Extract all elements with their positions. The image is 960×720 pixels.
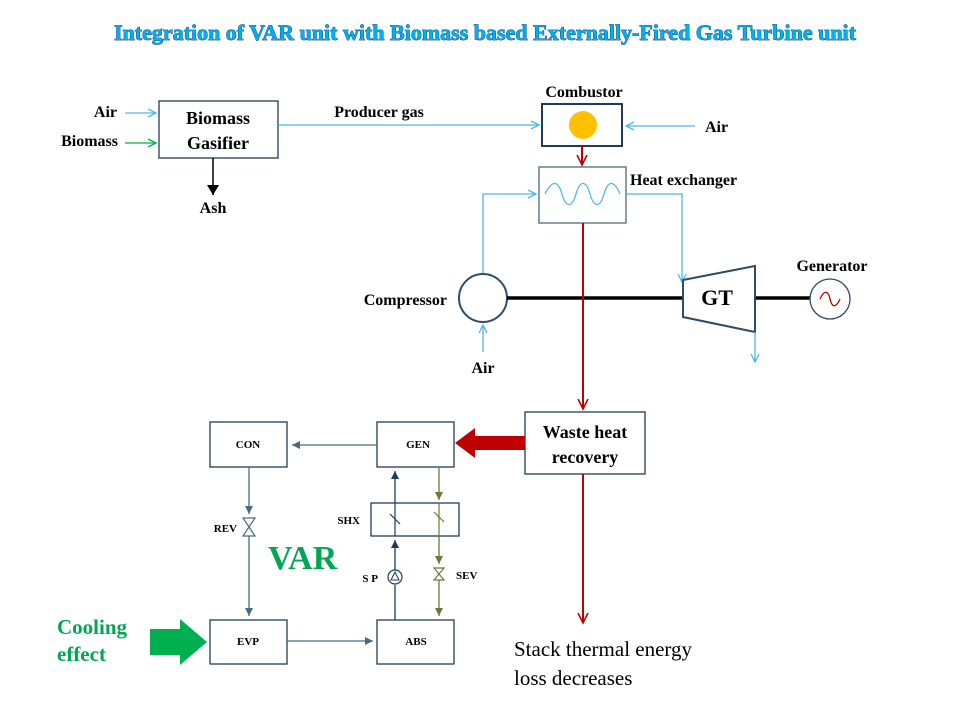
cooling-label-line2: effect [57,642,106,666]
producer-gas-label: Producer gas [334,104,424,121]
gasifier-label-line1: Biomass [186,108,250,128]
combustor-air-label: Air [705,119,728,136]
var-title: VAR [268,540,338,577]
stack-label-line2: loss decreases [514,666,632,690]
shx-weak-coil [433,503,445,536]
abs-label: ABS [405,636,426,648]
heat-exchanger-label: Heat exchanger [630,172,737,189]
combustor-flame-icon [569,111,597,139]
shx-label: SHX [337,515,360,527]
con-box [209,421,288,468]
evp-box [209,619,288,665]
heat-exchanger-box [538,166,627,224]
diagram-title: Integration of VAR unit with Biomass bas… [114,20,857,45]
gen-label: GEN [406,439,430,451]
biomass-input-label: Biomass [61,133,118,150]
con-label: CON [236,439,261,451]
abs-box [376,619,455,665]
waste-heat-label-line2: recovery [552,447,619,467]
sev-valve-icon [432,567,446,581]
waste-heat-label-line1: Waste heat [543,422,628,442]
generator-label: Generator [796,258,867,275]
compressor-label: Compressor [364,292,447,309]
compressor-circle [458,273,508,323]
sp-label: S P [362,573,378,585]
solution-pump-triangle [390,570,400,581]
shx-strong-coil [389,503,401,536]
cooling-effect-arrow [150,619,207,665]
rev-label: REV [214,523,237,535]
compressor-air-label: Air [471,360,494,377]
gasifier-label-line2: Gasifier [187,133,249,153]
stack-label-line1: Stack thermal energy [514,637,693,661]
waste-heat-to-gen-arrow [455,428,525,458]
evp-label: EVP [237,636,259,648]
heat-exchanger-coil-icon [544,182,621,206]
compressor-to-hx-line [482,194,536,276]
gen-box [376,421,455,468]
biomass-gasifier-box [158,100,279,159]
combustor-label: Combustor [545,84,622,101]
generator-sine-icon [819,291,841,307]
shx-box [370,502,460,537]
air-input-label: Air [94,104,117,121]
gas-turbine-label: GT [701,285,733,310]
cooling-label-line1: Cooling [57,615,128,639]
sev-label: SEV [456,570,477,582]
hx-to-gt-line [626,193,682,282]
ash-label: Ash [200,200,227,217]
rev-valve-icon [241,517,257,537]
